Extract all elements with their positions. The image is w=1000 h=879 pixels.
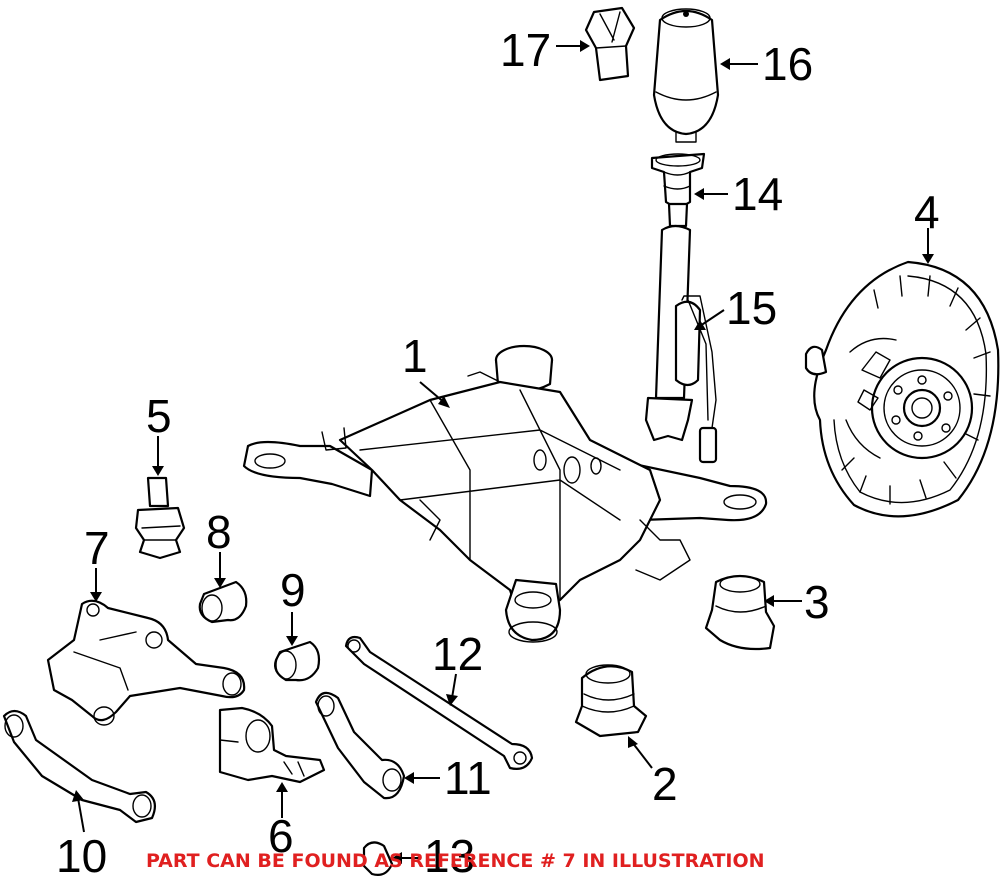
subframe-mount-drawing[interactable]: [704, 574, 776, 651]
callout-12: 12: [432, 628, 483, 680]
callout-10: 10: [56, 830, 107, 879]
tie-rod-drawing[interactable]: [344, 635, 534, 770]
callout-5: 5: [146, 390, 172, 442]
callout-16: 16: [762, 38, 813, 90]
bushing-13-drawing[interactable]: [362, 841, 394, 876]
callout-numbers: 1 2 3 4 5 6 7 8 9 10 11 12 13 14 15 16 1…: [56, 24, 940, 879]
leader-lines: [72, 40, 934, 864]
callout-7: 7: [84, 522, 110, 574]
bracket-drawing[interactable]: [218, 706, 326, 784]
lateral-arm-drawing[interactable]: [314, 691, 406, 800]
air-spring-drawing[interactable]: [652, 8, 720, 143]
control-arm-drawing[interactable]: [46, 599, 246, 726]
callout-8: 8: [206, 506, 232, 558]
boot-drawing[interactable]: [584, 6, 636, 82]
callout-15: 15: [726, 282, 777, 334]
callout-14: 14: [732, 168, 783, 220]
callout-6: 6: [268, 810, 294, 862]
subframe-bushing-drawing[interactable]: [574, 664, 648, 738]
trailing-arm-drawing[interactable]: [2, 709, 157, 824]
bushing-8-drawing[interactable]: [198, 580, 248, 624]
callout-13: 13: [424, 830, 475, 879]
backing-plate-drawing[interactable]: [804, 260, 1000, 518]
shock-absorber-drawing[interactable]: [644, 224, 718, 464]
callout-2: 2: [652, 758, 678, 810]
callout-9: 9: [280, 564, 306, 616]
callout-11: 11: [444, 752, 492, 804]
callout-4: 4: [914, 186, 940, 238]
bushing-9-drawing[interactable]: [274, 640, 321, 682]
callout-1: 1: [402, 330, 428, 382]
reference-note: PART CAN BE FOUND AS REFERENCE # 7 IN IL…: [146, 850, 765, 872]
subframe-drawing[interactable]: [242, 344, 768, 643]
callout-3: 3: [804, 576, 830, 628]
strut-mount-drawing[interactable]: [650, 152, 706, 228]
ball-joint-drawing[interactable]: [134, 476, 186, 560]
callout-17: 17: [500, 24, 551, 76]
